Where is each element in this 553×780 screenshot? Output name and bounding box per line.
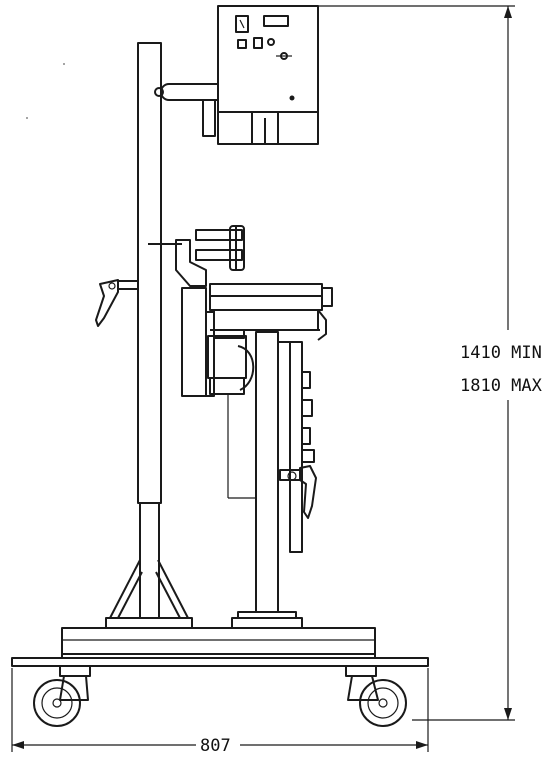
mast-clamp-handle[interactable] (95, 279, 139, 327)
height-max-label: 1810 MAX (460, 376, 543, 396)
column (255, 331, 315, 613)
base-frame (11, 627, 429, 667)
height-min-label: 1410 MIN (460, 343, 542, 363)
panel-button-2[interactable] (253, 37, 263, 49)
panel-indicator (267, 38, 275, 46)
column-clamp-handle[interactable] (279, 465, 317, 519)
width-label: 807 (200, 736, 231, 756)
motor (207, 335, 256, 499)
roll-holder (148, 225, 245, 287)
panel-display (263, 15, 289, 27)
hanging-bracket (181, 287, 215, 397)
right-column-base (231, 611, 303, 629)
height-dimension: 1410 MIN 1810 MAX (318, 5, 543, 721)
panel-switch[interactable] (235, 15, 249, 33)
width-dimension: 807 (11, 668, 429, 756)
left-caster (33, 665, 91, 727)
panel-button-1[interactable] (237, 39, 247, 49)
mast (137, 42, 162, 619)
right-caster (345, 665, 407, 727)
tool-head (209, 283, 333, 341)
control-box (217, 5, 319, 145)
